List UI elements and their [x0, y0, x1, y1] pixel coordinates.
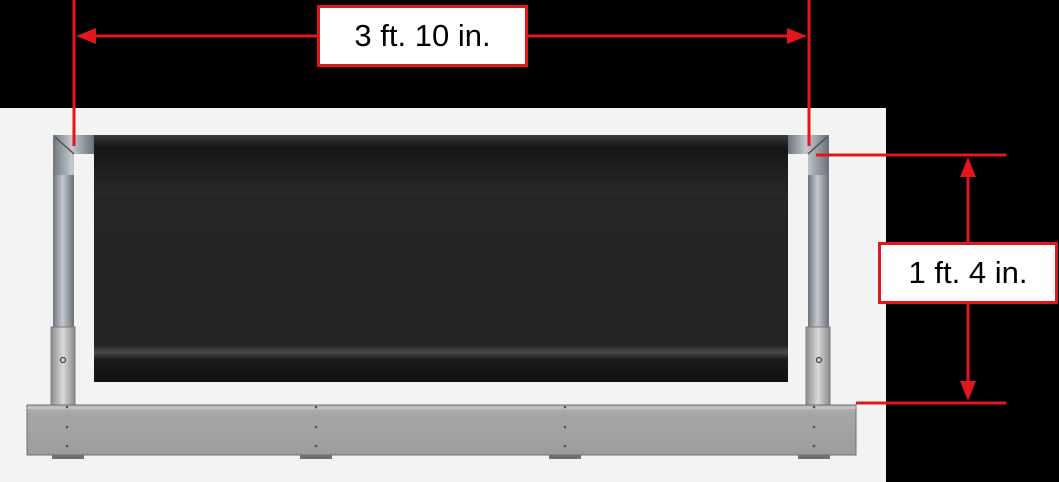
privacy-screen — [94, 135, 788, 382]
base-foot — [798, 455, 830, 459]
base-foot — [549, 455, 581, 459]
left-post — [53, 140, 74, 330]
height-arrowhead-bottom — [960, 381, 976, 401]
base-foot — [52, 455, 84, 459]
base-foot — [300, 455, 332, 459]
width-dimension-label: 3 ft. 10 in. — [317, 5, 528, 67]
width-arrowhead-left — [76, 28, 96, 44]
height-arrowhead-top — [960, 157, 976, 177]
width-arrowhead-right — [787, 28, 807, 44]
height-dimension-label: 1 ft. 4 in. — [878, 242, 1058, 304]
left-post-sleeve — [50, 326, 76, 408]
right-post — [808, 140, 829, 330]
right-post-sleeve — [805, 326, 831, 408]
barrier-frame — [26, 135, 857, 459]
base-rail — [26, 404, 857, 456]
